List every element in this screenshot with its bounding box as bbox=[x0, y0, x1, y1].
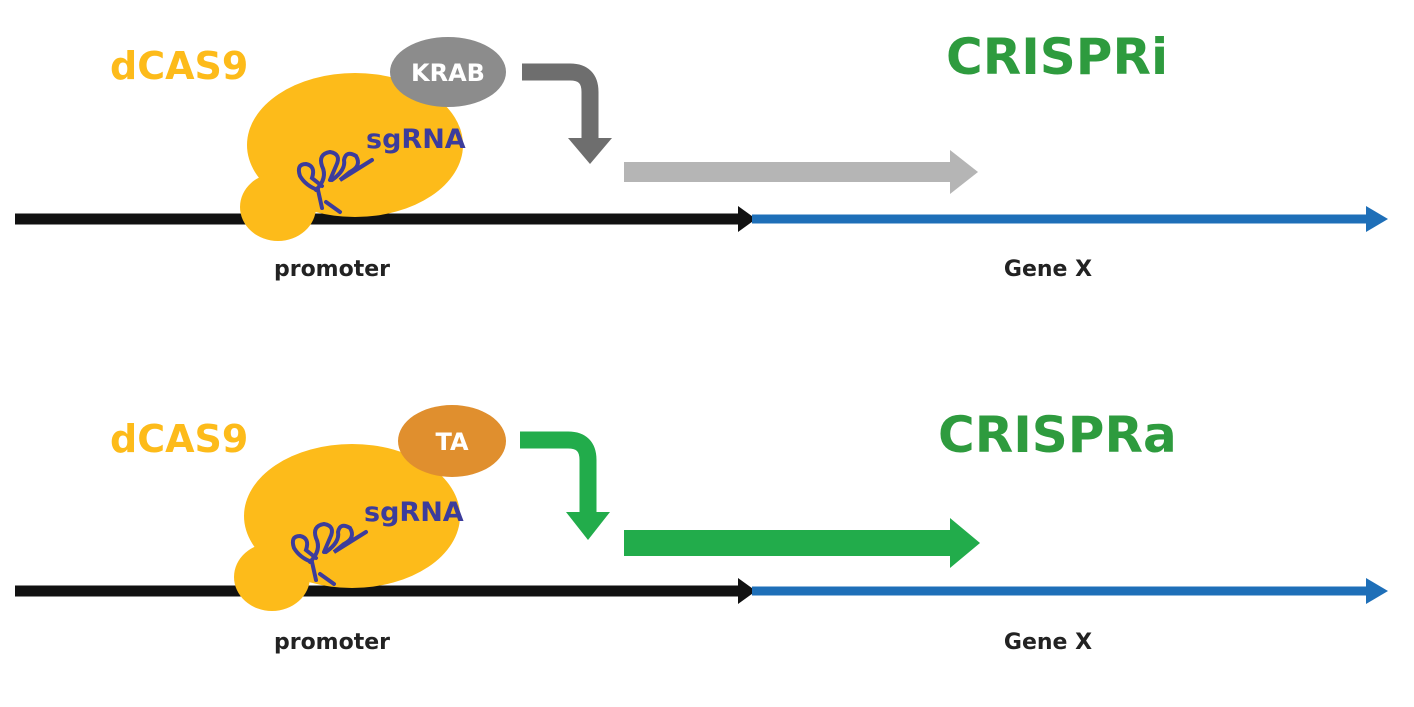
panel-crispra: sgRNA dCAS9 TA CRISPRa promoter Gene X bbox=[15, 405, 1388, 655]
sgrna-label: sgRNA bbox=[366, 124, 466, 155]
gene-arrowhead bbox=[1366, 206, 1388, 232]
krab-repression-arrowhead bbox=[568, 138, 612, 164]
inhibited-transcription-arrowhead bbox=[950, 150, 978, 194]
dcas9-label: dCAS9 bbox=[110, 417, 248, 461]
panel-title-crispri: CRISPRi bbox=[946, 28, 1168, 86]
panel-title-crispra: CRISPRa bbox=[938, 406, 1177, 464]
sgrna-structure bbox=[290, 521, 368, 586]
sgrna-structure bbox=[296, 149, 374, 214]
dcas9-protein bbox=[240, 73, 463, 241]
ta-label: TA bbox=[435, 428, 469, 456]
sgrna-label: sgRNA bbox=[364, 497, 464, 528]
promoter-arrowhead bbox=[738, 578, 756, 604]
activated-transcription-arrow bbox=[624, 530, 954, 556]
ta-domain bbox=[398, 405, 506, 477]
gene-label: Gene X bbox=[1004, 257, 1092, 282]
krab-domain bbox=[390, 37, 506, 107]
dcas9-label: dCAS9 bbox=[110, 44, 248, 88]
ta-activation-arrowhead bbox=[566, 512, 610, 540]
activated-transcription-arrowhead bbox=[950, 518, 980, 568]
krab-label: KRAB bbox=[411, 59, 485, 87]
krab-repression-arrow bbox=[522, 63, 599, 138]
promoter-label: promoter bbox=[274, 257, 390, 282]
gene-label: Gene X bbox=[1004, 630, 1092, 655]
promoter-arrowhead bbox=[738, 206, 756, 232]
inhibited-transcription-arrow bbox=[624, 162, 954, 182]
gene-arrowhead bbox=[1366, 578, 1388, 604]
ta-activation-arrow bbox=[520, 431, 597, 512]
promoter-label: promoter bbox=[274, 630, 390, 655]
panel-crispri: sgRNA dCAS9 KRAB CRISPRi promoter Gene X bbox=[15, 28, 1388, 282]
